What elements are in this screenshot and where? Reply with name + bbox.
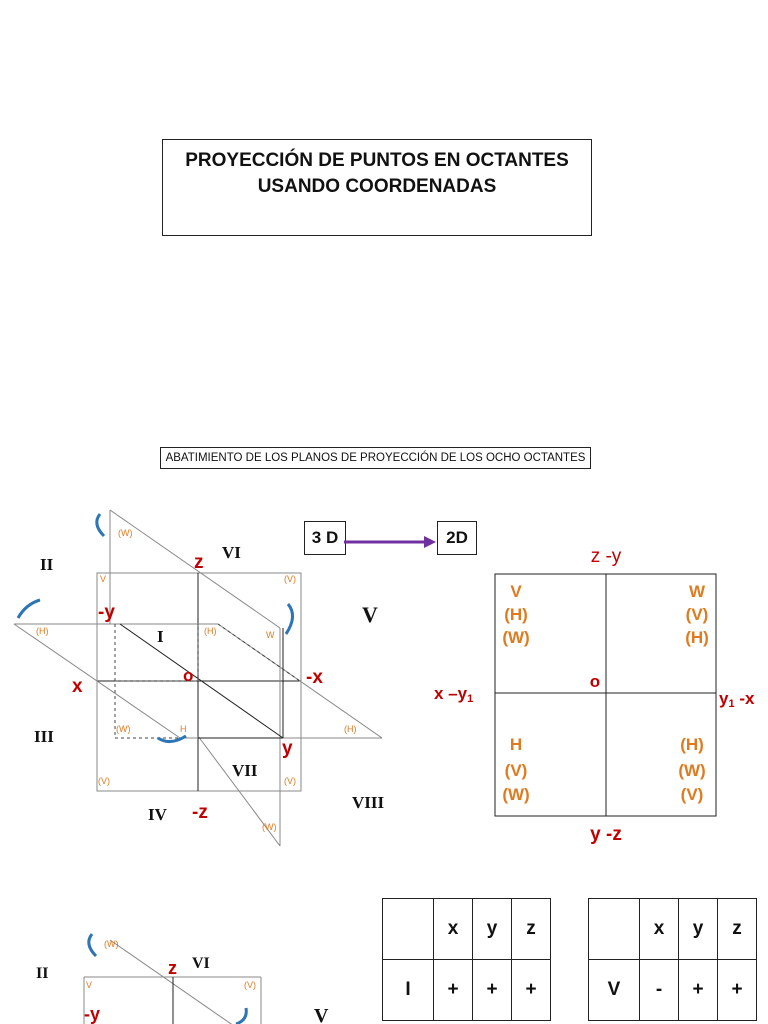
label-3d-text: 3 D [311,528,339,547]
sign-table-octant-i: x y z I + + + [382,898,551,1021]
plane-tag-v-small: V [86,980,92,990]
octant-ii-label: II [40,555,54,574]
octant-i-label: I [157,627,164,646]
quad-tr-line2: (V) [686,605,709,624]
plane-tag-h: (H) [36,626,49,636]
octant-iv-label: IV [148,805,168,824]
rotate-arrow-icon [95,513,106,538]
table-cell: - [639,959,679,1021]
plane-tag-v: (V) [98,776,110,786]
octant-vii-label: VII [232,761,258,780]
rotate-arrow-icon [284,603,294,635]
label-x-neg-y1: x –y1 [434,684,473,705]
plane-tag-w: (W) [262,822,277,832]
subtitle-text: ABATIMIENTO DE LOS PLANOS DE PROYECCIÓN … [165,452,586,464]
plane-tag-w: (W) [116,724,131,734]
table-cell: + [433,959,473,1021]
projection-diagram-2d: z -y y -z o x –y1 y1 -x V (H) (W) W (V) … [434,546,755,845]
table-header-row: x y z [588,898,757,960]
axis-y-label: y [282,738,293,759]
plane-tag-w: (W) [118,528,133,538]
table-cell: I [382,959,434,1021]
rotation-arrows [16,513,294,743]
axis-neg-y-label: -y [98,602,115,623]
quad-bl-line2: (V) [505,761,528,780]
axis-z-label: z [194,552,204,573]
table-cell: + [511,959,551,1021]
table-row: I + + + [382,959,551,1021]
plane-tag-v-small: V [100,574,106,584]
label-2d: 2D [437,521,477,555]
axis-x-label: x [72,676,83,697]
plane-tag-w-small: W [266,630,275,640]
title-box: PROYECCIÓN DE PUNTOS EN OCTANTES USANDO … [162,139,592,236]
table-cell: z [511,898,551,960]
axis-neg-y-label: -y [84,1004,100,1024]
label-z-neg-y: z -y [591,546,622,567]
octant-ii-label: II [36,965,48,982]
origin-2d-label: o [590,672,600,691]
quad-br-line2: (W) [678,761,705,780]
sign-table-octant-v: x y z V - + + [588,898,757,1021]
quad-tr-line1: W [689,582,706,601]
octant-vi-label: VI [192,955,210,972]
quad-bl-line3: (W) [502,785,529,804]
octant-iii-label: III [34,727,54,746]
subtitle-box: ABATIMIENTO DE LOS PLANOS DE PROYECCIÓN … [160,447,591,469]
quad-tr-line3: (H) [685,628,709,647]
quad-tl-line3: (W) [502,628,529,647]
table-cell: x [639,898,679,960]
table-row: V - + + [588,959,757,1021]
table-cell: + [472,959,512,1021]
plane-tag-h: (H) [344,724,357,734]
rotate-arrow-icon [157,734,187,743]
table-cell: x [433,898,473,960]
axis-z-label: z [168,958,177,978]
table-cell [588,898,640,960]
quad-tl-line1: V [510,582,522,601]
plane-tag-h: (H) [204,626,217,636]
plane-tag-w: (W) [104,939,119,949]
quad-tl-line2: (H) [504,605,528,624]
plane-tag-v: (V) [284,776,296,786]
octant-v-label: V [362,602,378,627]
title-line-2: USANDO COORDENADAS [257,176,497,197]
table-cell: y [472,898,512,960]
plane-tag-v: (V) [284,574,296,584]
plane-tag-h-small: H [180,724,187,734]
table-cell: + [717,959,757,1021]
table-header-row: x y z [382,898,551,960]
label-2d-text: 2D [446,528,468,547]
octant-diagram-3d-repeat: (W) V (V) II VI V z -y [36,933,329,1024]
title-line-1: PROYECCIÓN DE PUNTOS EN OCTANTES [185,150,569,171]
octant-diagram-3d: II VI I V III VII IV VIII z -y x o -x y … [13,509,385,847]
octant-viii-label: VIII [352,793,385,812]
table-cell: + [678,959,718,1021]
label-y1-neg-x: y1 -x [719,689,755,710]
octant-vi-label: VI [222,543,241,562]
quad-bl-line1: H [510,735,522,754]
axis-neg-x-label: -x [306,667,323,688]
rotate-arrow-icon [87,933,98,958]
table-cell: V [588,959,640,1021]
table-cell: y [678,898,718,960]
quad-br-line1: (H) [680,735,704,754]
label-3d: 3 D [304,521,346,555]
label-y-neg-z: y -z [590,824,622,845]
plane-tag-v: (V) [244,980,256,990]
axis-neg-z-label: -z [192,802,208,823]
table-cell: z [717,898,757,960]
rotate-arrow-icon [235,1007,248,1024]
quad-br-line3: (V) [681,785,704,804]
rotate-arrow-icon [16,598,41,619]
origin-label: o [183,666,193,685]
table-cell [382,898,434,960]
octant-v-label: V [314,1005,329,1024]
conversion-arrow [344,536,436,548]
